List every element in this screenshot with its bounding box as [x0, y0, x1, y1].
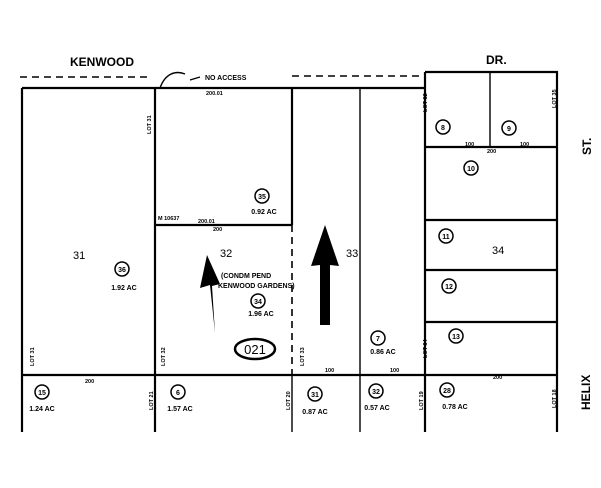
svg-text:LOT 31: LOT 31: [30, 347, 36, 366]
street-label-kenwood: KENWOOD: [70, 55, 134, 69]
north-arrow-icon: [200, 255, 220, 333]
svg-text:9: 9: [507, 126, 511, 133]
lot-number: 32: [220, 248, 232, 260]
parcel-34[interactable]: 34 1.96 AC: [248, 293, 274, 318]
parcel-9[interactable]: 9: [501, 120, 517, 136]
svg-text:LOT 33: LOT 33: [300, 347, 306, 366]
svg-text:100: 100: [520, 142, 529, 148]
svg-text:LOT 35: LOT 35: [552, 89, 558, 108]
svg-text:35: 35: [258, 194, 266, 201]
svg-text:6: 6: [176, 390, 180, 397]
svg-text:28: 28: [443, 388, 451, 395]
svg-text:0.57 AC: 0.57 AC: [364, 405, 389, 412]
svg-text:100: 100: [325, 368, 334, 374]
svg-text:15: 15: [38, 390, 46, 397]
svg-text:34: 34: [254, 299, 262, 306]
parcel-32[interactable]: 32 0.57 AC: [364, 383, 390, 412]
lot-number: 34: [492, 245, 504, 257]
parcel-boundaries: [20, 70, 559, 432]
parcel-36[interactable]: 36 1.92 AC: [111, 261, 137, 292]
svg-text:8: 8: [441, 125, 445, 132]
svg-text:200: 200: [85, 379, 94, 385]
lot-number: 33: [346, 248, 358, 260]
svg-text:200.01: 200.01: [198, 219, 215, 225]
condo-note: KENWOOD GARDENS): [218, 283, 295, 290]
svg-text:0.86 AC: 0.86 AC: [370, 349, 395, 356]
parcel-13[interactable]: 13: [448, 328, 464, 344]
map-reference: M 10637: [158, 216, 179, 222]
parcel-35[interactable]: 35 0.92 AC: [251, 188, 277, 216]
parcel-28[interactable]: 28 0.78 AC: [439, 382, 468, 411]
svg-text:10: 10: [467, 166, 475, 173]
street-label-st: ST.: [580, 138, 594, 155]
svg-text:36: 36: [118, 267, 126, 274]
svg-text:7: 7: [376, 336, 380, 343]
lot-number: 31: [73, 250, 85, 262]
svg-text:200: 200: [493, 375, 502, 381]
street-label-helix: HELIX: [579, 375, 593, 410]
svg-text:1.96 AC: 1.96 AC: [248, 311, 273, 318]
parcel-8[interactable]: 8: [435, 119, 451, 135]
parcel-6[interactable]: 6 1.57 AC: [167, 384, 193, 413]
north-arrow-icon: [311, 225, 339, 325]
access-curve: [159, 71, 201, 89]
svg-text:LOT 32: LOT 32: [423, 93, 429, 112]
parcel-12[interactable]: 12: [441, 278, 457, 294]
parcel-31[interactable]: 31 0.87 AC: [302, 386, 328, 416]
svg-text:1.24 AC: 1.24 AC: [29, 406, 54, 413]
svg-text:11: 11: [442, 234, 450, 241]
dimension-labels: 200 200 100 100 200 100 100 200 200.01 2…: [85, 91, 529, 385]
street-label-dr: DR.: [486, 53, 507, 67]
svg-text:32: 32: [372, 389, 380, 396]
svg-text:100: 100: [465, 142, 474, 148]
page-number-oval: [233, 337, 277, 361]
svg-text:LOT 20: LOT 20: [286, 391, 292, 410]
svg-text:200: 200: [487, 149, 496, 155]
svg-text:LOT 31: LOT 31: [147, 115, 153, 134]
svg-text:100: 100: [390, 368, 399, 374]
svg-text:0.78 AC: 0.78 AC: [442, 404, 467, 411]
svg-text:LOT 32: LOT 32: [161, 347, 167, 366]
svg-text:200.01: 200.01: [206, 91, 223, 97]
parcel-7[interactable]: 7 0.86 AC: [370, 330, 396, 356]
svg-text:200: 200: [213, 227, 222, 233]
svg-text:LOT 21: LOT 21: [149, 391, 155, 410]
page-number: 021: [244, 342, 266, 357]
svg-text:0.92 AC: 0.92 AC: [251, 209, 276, 216]
lot-side-labels: LOT 31 LOT 31 LOT 32 LOT 33 LOT 32 LOT 3…: [30, 89, 558, 410]
parcel-11[interactable]: 11: [438, 228, 454, 244]
parcel-15[interactable]: 15 1.24 AC: [29, 384, 55, 413]
condo-note: (CONDM PEND: [221, 273, 271, 280]
svg-text:LOT 34: LOT 34: [423, 338, 429, 358]
parcel-10[interactable]: 10: [463, 160, 479, 176]
no-access-label: NO ACCESS: [205, 75, 247, 82]
svg-text:LOT 18: LOT 18: [552, 389, 558, 408]
svg-text:12: 12: [445, 284, 453, 291]
svg-text:LOT 19: LOT 19: [419, 391, 425, 410]
svg-text:1.92 AC: 1.92 AC: [111, 285, 136, 292]
svg-text:1.57 AC: 1.57 AC: [167, 406, 192, 413]
svg-text:0.87 AC: 0.87 AC: [302, 409, 327, 416]
svg-text:13: 13: [452, 334, 460, 341]
svg-text:31: 31: [311, 392, 319, 399]
